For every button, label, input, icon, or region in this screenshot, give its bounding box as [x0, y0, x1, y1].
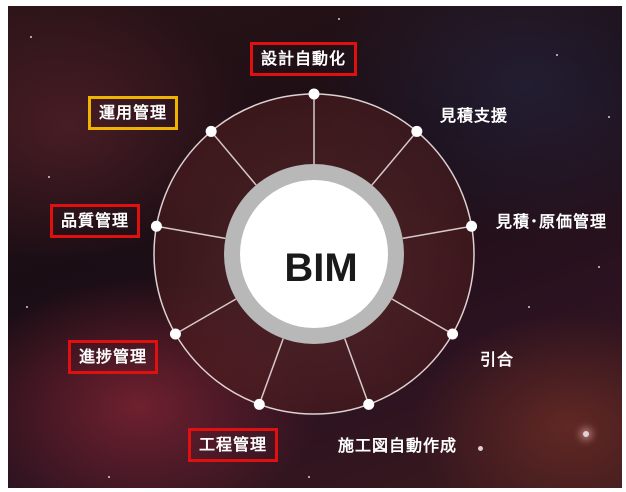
spoke-estimate-support [371, 130, 418, 186]
node-design-automation: 設計自動化 [250, 42, 358, 76]
dot-progress-management [169, 328, 181, 340]
spokes [156, 94, 472, 405]
spoke-construction-drawing-automation [344, 338, 370, 405]
node-inquiry: 引合 [480, 350, 515, 369]
node-estimate-cost-management: 見積･原価管理 [496, 212, 608, 231]
node-construction-drawing-automation: 施工図自動作成 [338, 436, 458, 455]
dot-estimate-support [411, 125, 423, 137]
diagram-frame: BIM 設計自動化 見積支援 見積･原価管理 引合 施工図自動作成 工程管理 進… [8, 6, 622, 488]
node-quality-management: 品質管理 [50, 204, 141, 238]
dot-estimate-cost-management [466, 220, 478, 232]
spoke-quality-management [156, 225, 226, 240]
dot-inquiry [447, 328, 459, 340]
center-label: BIM [284, 246, 358, 290]
spoke-operations-management [210, 130, 257, 186]
node-operations-management: 運用管理 [88, 96, 179, 130]
spoke-progress-management [175, 298, 237, 335]
node-dots [150, 88, 478, 410]
dot-construction-drawing-automation [363, 398, 375, 410]
dot-process-management [253, 398, 265, 410]
dot-operations-management [205, 125, 217, 137]
node-estimate-support: 見積支援 [440, 106, 509, 125]
dot-quality-management [150, 220, 162, 232]
cycle-diagram [150, 88, 478, 415]
dot-design-automation [308, 88, 320, 100]
spoke-inquiry [391, 298, 453, 335]
spoke-process-management [258, 338, 284, 405]
spoke-estimate-cost-management [402, 225, 472, 240]
node-process-management: 工程管理 [188, 428, 279, 462]
node-progress-management: 進捗管理 [68, 340, 159, 374]
center-circle [240, 180, 388, 328]
